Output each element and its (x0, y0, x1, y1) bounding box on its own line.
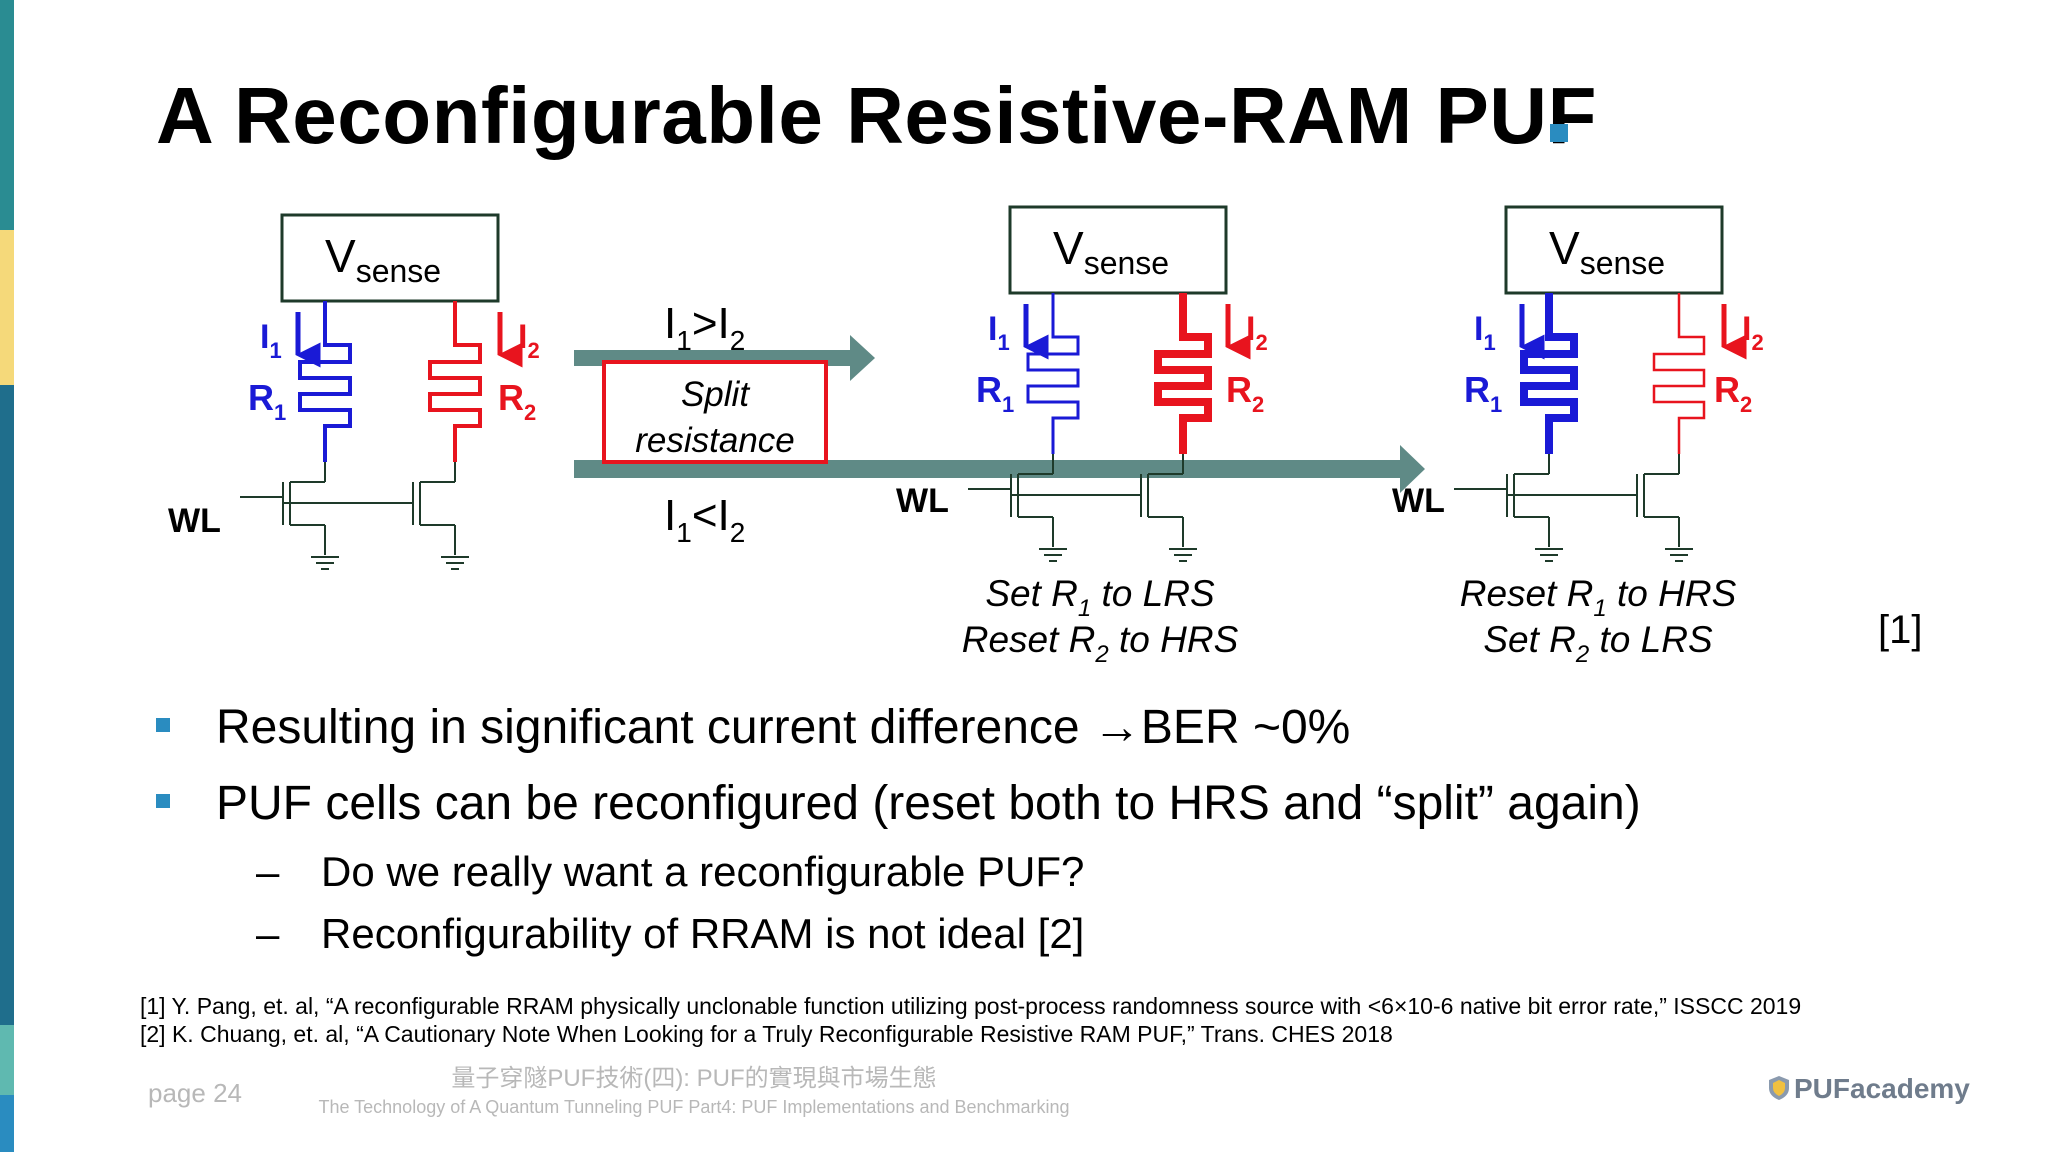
resistor-1 (1026, 293, 1080, 454)
r1-label: R1 (1464, 369, 1502, 417)
bullet-text: PUF cells can be reconfigured (reset bot… (216, 777, 1641, 830)
arrow-bottom (574, 445, 1425, 493)
vsense-label: Vsense (1549, 222, 1665, 281)
case-b-line2: Set R2 to LRS (1483, 619, 1713, 668)
r2-label: R2 (1226, 369, 1264, 417)
wl-label: WL (1392, 482, 1445, 520)
circuit-set-r1: Vsense I1 R1 I2 R2 WL (896, 205, 1268, 562)
case-a-line2: Reset R2 to HRS (962, 619, 1239, 668)
reference-tag: [1] (1878, 608, 1923, 652)
r2-label: R2 (1714, 369, 1752, 417)
vsense-box (280, 213, 500, 303)
sub-bullet-text: Reconfigurability of RRAM is not ideal [… (321, 910, 1085, 957)
i2-label: I2 (518, 318, 540, 363)
r2-label: R2 (498, 377, 536, 425)
circuit-reset-r1: Vsense I1 R1 I2 R2 WL (1392, 205, 1764, 562)
puf-academy-logo: PUFacademy (1768, 1073, 1970, 1105)
wl-label: WL (896, 482, 949, 520)
slide-title: A Reconfigurable Resistive-RAM PUF (156, 71, 1597, 160)
bullet-square-icon (156, 718, 170, 732)
resistor-2 (1154, 293, 1212, 454)
sub-bullet-text: Do we really want a reconfigurable PUF? (321, 848, 1085, 895)
resistor-2 (428, 301, 482, 462)
resistor-1 (298, 301, 352, 462)
sub-bullet-dash: – (256, 910, 280, 957)
i1-label: I1 (260, 318, 282, 363)
footer-title: 量子穿隧PUF技術(四): PUF的實現與市場生態 The Technology… (0, 1058, 1718, 1118)
wl-label: WL (168, 502, 221, 540)
footer-title-zh: 量子穿隧PUF技術(四): PUF的實現與市場生態 (451, 1065, 937, 1092)
title-accent-square (1550, 124, 1568, 142)
vsense-box (1504, 205, 1724, 295)
reference-2: [2] K. Chuang, et. al, “A Cautionary Not… (140, 1021, 1393, 1047)
i1-label: I1 (988, 310, 1010, 355)
r1-label: R1 (976, 369, 1014, 417)
condition-greater: I1>I2 (664, 299, 745, 356)
case-b-line1: Reset R1 to HRS (1460, 573, 1737, 622)
reference-1: [1] Y. Pang, et. al, “A reconfigurable R… (140, 993, 1802, 1019)
references: [1] Y. Pang, et. al, “A reconfigurable R… (140, 992, 1801, 1048)
circuit-initial: Vsense I1 R1 I2 R2 WL (168, 213, 540, 570)
logo-shield-icon (1769, 1076, 1789, 1100)
i2-label: I2 (1246, 310, 1268, 355)
bullet-text: Resulting in significant current differe… (216, 701, 1351, 754)
split-resistance-box (602, 360, 828, 464)
split-label-1: Split (681, 375, 750, 414)
sub-bullet-dash: – (256, 848, 280, 895)
i2-label: I2 (1742, 310, 1764, 355)
vsense-box (1008, 205, 1228, 295)
split-label-2: resistance (635, 421, 795, 460)
vsense-label: Vsense (325, 230, 441, 289)
r1-label: R1 (248, 377, 286, 425)
resistor-1 (1520, 293, 1578, 454)
resistor-2 (1652, 293, 1706, 454)
case-a-line1: Set R1 to LRS (985, 573, 1215, 622)
i1-label: I1 (1474, 310, 1496, 355)
footer-title-en: The Technology of A Quantum Tunneling PU… (318, 1097, 1070, 1117)
sidebar-accent (0, 0, 14, 1152)
page-number: page 24 (148, 1078, 242, 1108)
vsense-label: Vsense (1053, 222, 1169, 281)
bullet-square-icon (156, 794, 170, 808)
circuit-diagram: Split resistance I1>I2 I1<I2 Vsense I1 R… (168, 205, 1764, 668)
condition-less: I1<I2 (664, 491, 745, 548)
